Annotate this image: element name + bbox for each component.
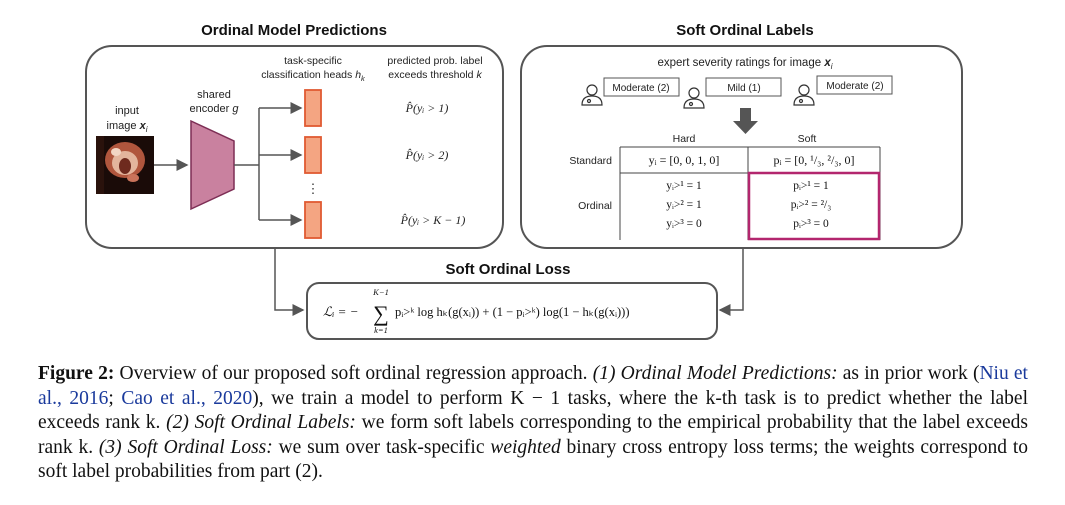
labels-title: Soft Ordinal Labels	[676, 22, 814, 39]
caption-intro: Overview of our proposed soft ordinal re…	[114, 363, 593, 384]
rating-text-2: Mild (1)	[727, 83, 760, 94]
caption-weighted: weighted	[490, 436, 561, 458]
prob-label-line1: predicted prob. label	[387, 55, 482, 67]
caption-part1-a: as in prior work (	[837, 363, 980, 384]
caption-part3-a: we sum over task-specific	[272, 436, 491, 458]
caption-citation-sep: ;	[108, 387, 122, 409]
predictions-panel	[85, 45, 504, 249]
heads-label-line1: task-specific	[284, 55, 342, 67]
citation-niu[interactable]: Niu et al., 2016	[38, 363, 1028, 409]
input-label-line1: input	[115, 105, 139, 117]
rating-box-2	[705, 77, 782, 97]
cell-ordinal-soft-1: pᵢ>¹ = 1	[793, 180, 829, 192]
cell-ordinal-hard-3: yᵢ>³ = 0	[666, 218, 702, 230]
labels-panel	[520, 45, 963, 249]
rating-text-3: Moderate (2)	[826, 81, 883, 92]
loss-body: pᵢ>ᵏ log hₖ(g(xᵢ)) + (1 − pᵢ>ᵏ) log(1 − …	[395, 305, 629, 319]
caption-part3-b: binary cross entropy loss terms; the wei…	[38, 436, 1028, 483]
heads-ellipsis: ⋮	[307, 181, 320, 196]
arrow-predictions-to-loss	[274, 248, 305, 316]
output-prob-1: P̂(yᵢ > 1)	[405, 101, 449, 115]
diagram-canvas: Ordinal Model Predictions Soft Ordinal L…	[85, 22, 963, 340]
cell-standard-soft: pᵢ = [0, ¹/₃, ²/₃, 0]	[774, 153, 855, 167]
doctor-icon	[581, 84, 603, 106]
caption-figure-number: Figure 2:	[38, 363, 115, 384]
caption-part1-b: ), we train a model to perform K − 1 tas…	[38, 387, 1029, 434]
cell-ordinal-soft-2: pᵢ>² = ²/₃	[791, 199, 831, 211]
cell-standard-hard: yᵢ = [0, 0, 1, 0]	[649, 153, 720, 167]
predictions-title: Ordinal Model Predictions	[201, 22, 387, 39]
caption-part1-title: (1) Ordinal Model Predictions:	[592, 363, 838, 384]
loss-title: Soft Ordinal Loss	[445, 261, 570, 278]
arrow-labels-to-loss	[718, 248, 744, 316]
col-header-hard: Hard	[673, 133, 696, 145]
loss-sum-top: K−1	[372, 287, 389, 297]
heads-label-line2: classification heads hk	[261, 69, 366, 83]
row-header-standard: Standard	[569, 155, 612, 167]
caption-part2-title: (2) Soft Ordinal Labels:	[166, 412, 356, 433]
cell-ordinal-hard-2: yᵢ>² = 1	[666, 199, 702, 211]
classification-head-1	[304, 89, 322, 127]
input-image	[96, 136, 154, 194]
encoder-label-line1: shared	[197, 89, 231, 101]
citation-cao[interactable]: Cao et al., 2020	[121, 387, 253, 409]
classification-head-k	[304, 201, 322, 239]
ratings-title: expert severity ratings for image xi	[657, 57, 832, 71]
rating-text-1: Moderate (2)	[612, 83, 669, 94]
soft-ordinal-highlight	[747, 171, 881, 241]
cell-ordinal-hard-1: yᵢ>¹ = 1	[666, 180, 702, 192]
loss-sum-bottom: k=1	[374, 325, 388, 335]
encoder-label-line2: encoder g	[190, 103, 240, 115]
doctor-icon	[683, 87, 705, 109]
cell-ordinal-soft-3: pᵢ>³ = 0	[793, 218, 829, 230]
rating-box-3	[816, 75, 893, 95]
output-prob-2: P̂(yᵢ > 2)	[405, 148, 449, 162]
caption-part3-title: (3) Soft Ordinal Loss:	[98, 436, 273, 458]
rating-box-1	[603, 77, 680, 97]
loss-sigma: ∑	[373, 301, 389, 326]
branch-lines	[234, 102, 303, 226]
row-header-ordinal: Ordinal	[578, 200, 612, 212]
prob-label-line2: exceeds threshold k	[388, 69, 482, 81]
classification-head-2	[304, 136, 322, 174]
output-prob-k: P̂(yᵢ > K − 1)	[400, 213, 466, 227]
figure-caption: Figure 2: Overview of our proposed soft …	[38, 362, 1028, 485]
col-header-soft: Soft	[798, 133, 817, 145]
doctor-icon	[793, 84, 815, 106]
encoder-trapezoid	[190, 119, 235, 211]
input-label-line2: image xi	[107, 120, 148, 134]
caption-part2: we form soft labels corresponding to the…	[38, 412, 1029, 458]
loss-lhs: ℒᵢ = −	[323, 304, 358, 319]
down-arrow-icon	[733, 108, 758, 134]
loss-panel	[306, 282, 718, 340]
